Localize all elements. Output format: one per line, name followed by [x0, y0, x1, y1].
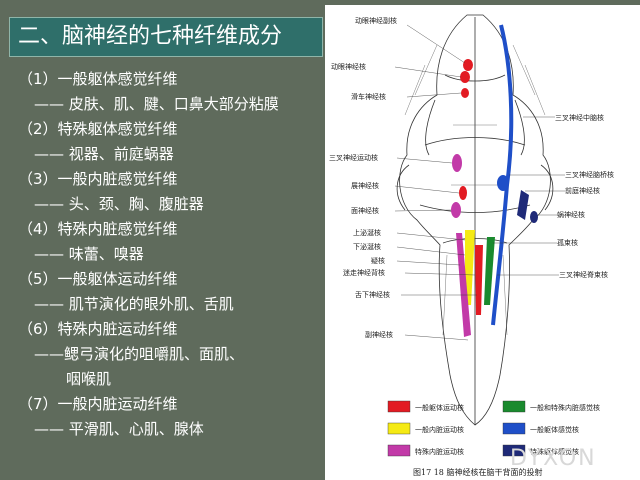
figure-caption: 图17 18 脑神经核在脑干背面的投射 — [413, 467, 542, 477]
brainstem-diagram: 动眼神经副核 动眼神经核 滑车神经核 三叉神经运动核 展神经核 面神经核 上泌涎… — [329, 14, 614, 477]
legend-label-general-visceral-motor: 一般内脏运动核 — [415, 425, 464, 434]
legend-label-special-visceral-motor: 特殊内脏运动核 — [415, 447, 464, 456]
label-hypoglossal: 舌下神经核 — [355, 290, 390, 299]
label-cochlear: 蜗神经核 — [557, 210, 585, 219]
legend-label-general-somatic-motor: 一般躯体运动核 — [415, 403, 464, 412]
item-6-detail: ——鳃弓演化的咀嚼肌、面肌、 — [34, 345, 245, 363]
abducens-nucleus — [459, 186, 467, 200]
legend-swatch-visceral-sensory — [502, 400, 526, 413]
item-4-head: （4）特殊内脏感觉纤维 — [18, 220, 178, 238]
cochlear-nucleus — [530, 211, 538, 223]
label-inferior-salivatory: 下泌涎核 — [353, 242, 381, 251]
item-2-detail: —— 视器、前庭蜗器 — [34, 145, 174, 163]
label-accessory: 副神经核 — [365, 330, 393, 339]
item-7-head: （7）一般内脏运动纤维 — [18, 395, 178, 413]
legend-swatch-special-visceral-motor — [387, 444, 411, 457]
trigeminal-motor-nucleus — [452, 154, 462, 172]
facial-nucleus — [451, 202, 461, 218]
hypoglossal-nucleus — [475, 245, 483, 315]
label-abducens: 展神经核 — [351, 181, 379, 190]
label-trigeminal-spinal: 三叉神经脊束核 — [559, 270, 608, 279]
item-6-head: （6）特殊内脏运动纤维 — [18, 320, 178, 338]
solitary-nucleus — [484, 237, 495, 305]
label-trigeminal-pontine: 三叉神经脑桥核 — [565, 170, 614, 179]
legend-swatch-special-somatic-sensory — [502, 444, 526, 457]
legend-swatch-general-visceral-motor — [387, 422, 411, 435]
item-3-detail: —— 头、颈、胸、腹脏器 — [34, 195, 204, 213]
legend-label-general-somatic-sensory: 一般躯体感觉核 — [530, 425, 579, 434]
item-3-head: （3）一般内脏感觉纤维 — [18, 170, 178, 188]
vestibular-nucleus — [517, 190, 529, 220]
oculomotor-nucleus — [460, 71, 470, 83]
item-5-detail: —— 肌节演化的眼外肌、舌肌 — [34, 295, 234, 313]
title-bar: 二、脑神经的七种纤维成分 — [9, 17, 323, 57]
item-5-head: （5）一般躯体运动纤维 — [18, 270, 178, 288]
item-1-detail: —— 皮肤、肌、腱、口鼻大部分粘膜 — [34, 95, 279, 113]
label-vestibular: 前庭神经核 — [565, 186, 600, 195]
legend-label-special-somatic-sensory: 特殊躯体感觉核 — [530, 447, 579, 456]
label-trigeminal-motor: 三叉神经运动核 — [329, 153, 378, 162]
item-4-detail: —— 味蕾、嗅器 — [34, 245, 144, 263]
item-6-detail-cont: 咽喉肌 — [66, 370, 112, 388]
item-1-head: （1）一般躯体感觉纤维 — [18, 70, 178, 88]
label-oculomotor-accessory: 动眼神经副核 — [355, 16, 397, 25]
trigeminal-pontine-nucleus — [497, 175, 509, 191]
trigeminal-sensory-column — [491, 24, 514, 326]
watermark: DYXON — [510, 446, 597, 471]
item-2-head: （2）特殊躯体感觉纤维 — [18, 120, 178, 138]
label-trigeminal-mesencephalic: 三叉神经中脑核 — [555, 113, 604, 122]
brainstem-diagram-panel: 动眼神经副核 动眼神经核 滑车神经核 三叉神经运动核 展神经核 面神经核 上泌涎… — [325, 5, 640, 480]
item-7-detail: —— 平滑肌、心肌、腺体 — [34, 420, 204, 438]
legend-swatch-general-somatic-motor — [387, 400, 411, 413]
label-facial: 面神经核 — [351, 206, 379, 215]
label-superior-salivatory: 上泌涎核 — [353, 228, 381, 237]
nucleus-ambiguus — [456, 233, 471, 337]
label-oculomotor: 动眼神经核 — [331, 62, 366, 71]
label-solitary: 孤束核 — [557, 238, 578, 247]
trochlear-nucleus — [461, 88, 469, 98]
salivatory-nuclei — [465, 230, 475, 305]
oculomotor-accessory-nucleus — [463, 59, 473, 71]
label-ambiguus: 疑核 — [371, 256, 385, 265]
label-trochlear: 滑车神经核 — [351, 92, 386, 101]
slide-title: 二、脑神经的七种纤维成分 — [18, 24, 283, 49]
legend-label-visceral-sensory: 一般和特殊内脏感觉核 — [530, 403, 600, 412]
legend-swatch-general-somatic-sensory — [502, 422, 526, 435]
label-vagus-dorsal: 迷走神经背核 — [343, 268, 385, 277]
